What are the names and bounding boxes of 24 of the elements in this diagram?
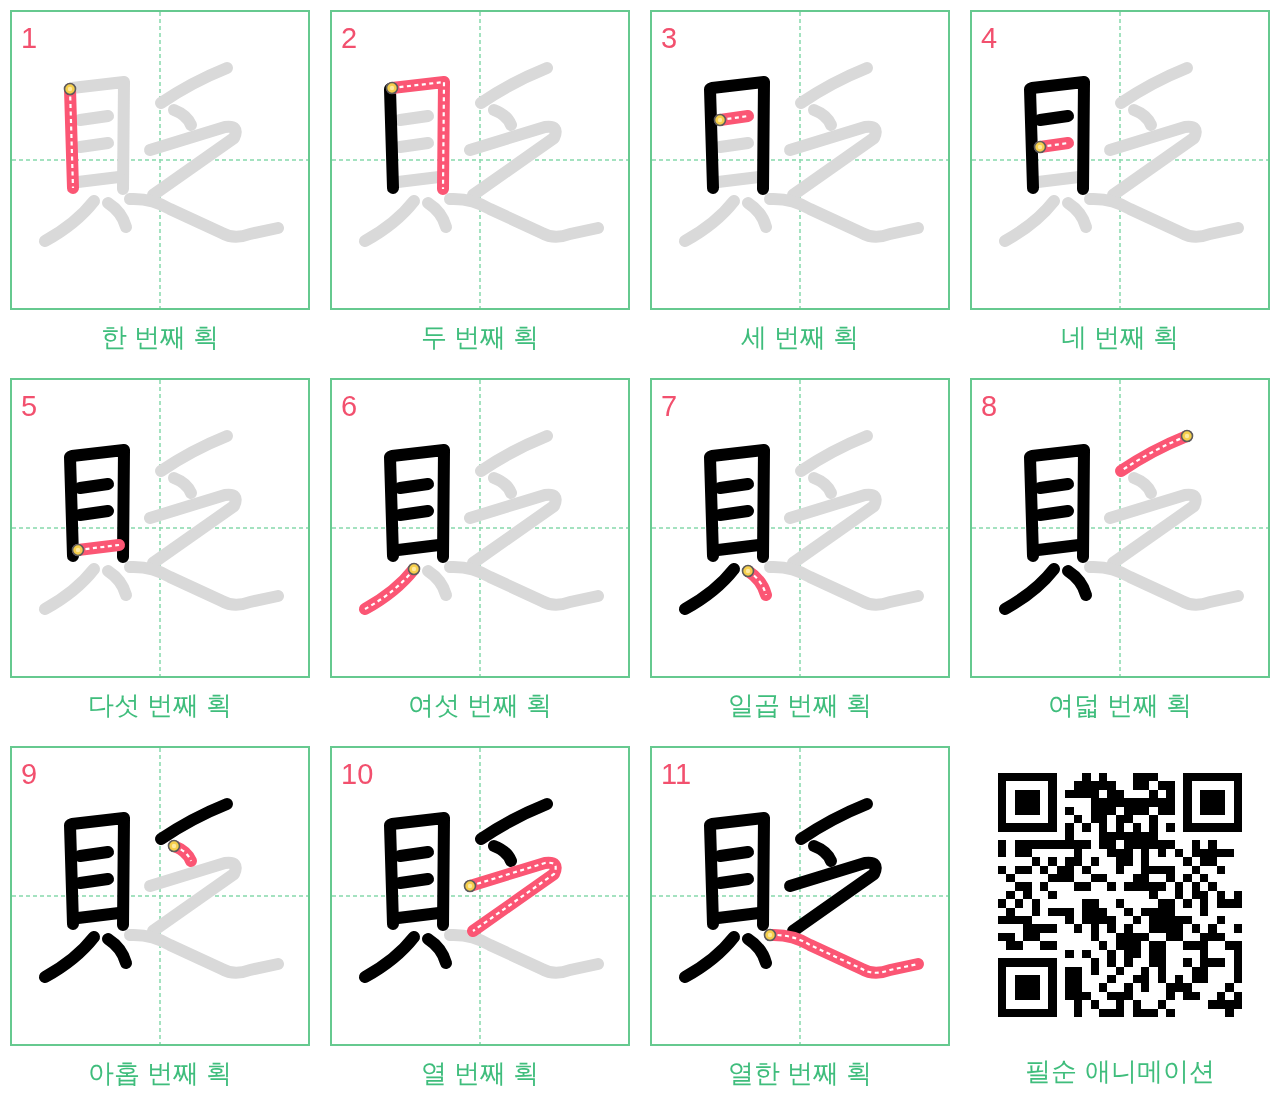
- panel-caption: 다섯 번째 획: [87, 689, 233, 722]
- panel-caption: 세 번째 획: [740, 321, 860, 354]
- panel-caption: 두 번째 획: [420, 321, 540, 354]
- step-number: 1: [21, 22, 38, 54]
- panel-caption: 여덟 번째 획: [1047, 689, 1193, 722]
- step-number: 3: [661, 22, 678, 54]
- step-number: 2: [341, 22, 358, 54]
- step-number: 6: [341, 390, 358, 422]
- step-number: 10: [341, 758, 374, 790]
- panel-caption: 열 번째 획: [420, 1057, 540, 1090]
- step-number: 8: [981, 390, 998, 422]
- step-number: 4: [981, 22, 998, 54]
- panel-caption: 아홉 번째 획: [87, 1057, 233, 1090]
- panel-caption: 필순 애니메이션: [1025, 1055, 1215, 1088]
- panel-caption: 열한 번째 획: [727, 1057, 873, 1090]
- panel-caption: 여섯 번째 획: [407, 689, 553, 722]
- step-number: 11: [661, 758, 692, 790]
- step-number: 7: [661, 390, 678, 422]
- step-number: 5: [21, 390, 38, 422]
- panel-caption: 한 번째 획: [100, 321, 220, 354]
- step-number: 9: [21, 758, 38, 790]
- panel-caption: 네 번째 획: [1060, 321, 1180, 354]
- panel-caption: 일곱 번째 획: [727, 689, 873, 722]
- qr-code: [998, 773, 1242, 1017]
